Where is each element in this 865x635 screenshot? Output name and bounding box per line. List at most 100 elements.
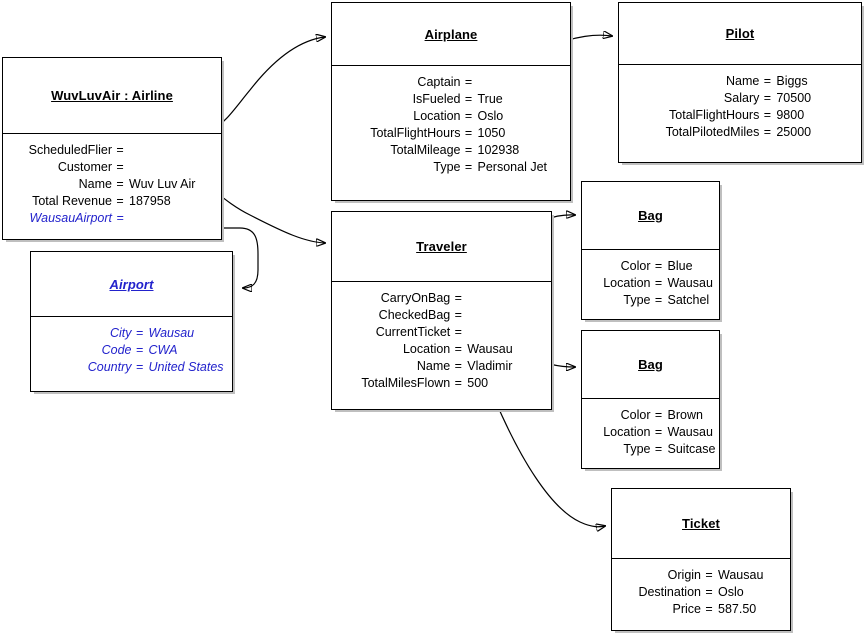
object-node-bag-carryon[interactable]: Bag Color = Blue Location = Wausau Type … — [581, 181, 720, 320]
slot-value: Biggs — [776, 74, 808, 88]
object-node-airport[interactable]: Airport City = Wausau Code = CWA Country… — [30, 251, 233, 392]
object-title-pilot: Pilot — [725, 26, 755, 41]
slot-type: Type = Personal Jet — [332, 160, 570, 175]
object-header-airplane: Airplane — [332, 3, 570, 66]
object-slots-ticket: Origin = Wausau Destination = Oslo Price… — [612, 559, 790, 625]
slot-equals: = — [454, 342, 462, 356]
slot-key: City — [109, 326, 132, 340]
object-node-airline[interactable]: WuvLuvAir : Airline ScheduledFlier = Cus… — [2, 57, 222, 240]
object-slots-airport: City = Wausau Code = CWA Country = Unite… — [31, 317, 232, 383]
slot-color: Color = Brown — [582, 408, 719, 423]
object-slots-airline: ScheduledFlier = Customer = Name = Wuv L… — [3, 134, 221, 234]
slot-equals: = — [654, 442, 663, 456]
slot-totalmilesflown: TotalMilesFlown = 500 — [332, 376, 551, 391]
slot-value: True — [477, 92, 503, 106]
slot-value: 25000 — [776, 125, 812, 139]
slot-key: Salary — [723, 91, 760, 105]
slot-totalpilotedmiles: TotalPilotedMiles = 25000 — [619, 125, 861, 140]
slot-key: TotalPilotedMiles — [665, 125, 760, 139]
slot-value: Personal Jet — [477, 160, 547, 174]
object-node-airplane[interactable]: Airplane Captain = IsFueled = True Locat… — [331, 2, 571, 201]
slot-equals: = — [454, 291, 462, 305]
slot-equals: = — [454, 376, 462, 390]
slot-code: Code = CWA — [31, 343, 232, 358]
object-node-ticket[interactable]: Ticket Origin = Wausau Destination = Osl… — [611, 488, 791, 631]
slot-key: Name — [416, 359, 451, 373]
slot-key: Destination — [638, 585, 701, 599]
slot-currentticket: CurrentTicket = — [332, 325, 551, 340]
slot-key: Location — [413, 109, 461, 123]
slot-equals: = — [116, 211, 124, 225]
slot-location: Location = Wausau — [582, 425, 719, 440]
slot-equals: = — [464, 109, 473, 123]
slot-location: Location = Wausau — [582, 276, 719, 291]
object-header-bag-carryon: Bag — [582, 182, 719, 250]
slot-equals: = — [464, 126, 473, 140]
slot-price: Price = 587.50 — [612, 602, 790, 617]
slot-equals: = — [654, 293, 663, 307]
slot-total-revenue: Total Revenue = 187958 — [3, 194, 221, 209]
slot-salary: Salary = 70500 — [619, 91, 861, 106]
slot-key: Name — [726, 74, 760, 88]
slot-origin: Origin = Wausau — [612, 568, 790, 583]
object-header-airport: Airport — [31, 252, 232, 317]
object-node-bag-checked[interactable]: Bag Color = Brown Location = Wausau Type… — [581, 330, 720, 469]
slot-equals: = — [705, 602, 713, 616]
object-title-ticket: Ticket — [682, 516, 720, 531]
slot-key: Color — [620, 259, 651, 273]
slot-totalmileage: TotalMileage = 102938 — [332, 143, 570, 158]
object-header-bag-checked: Bag — [582, 331, 719, 399]
slot-value: Wausau — [667, 425, 713, 439]
slot-value: CWA — [148, 343, 178, 357]
slot-equals: = — [135, 326, 144, 340]
slot-equals: = — [654, 276, 663, 290]
slot-equals: = — [705, 568, 713, 582]
slot-key: Location — [603, 276, 651, 290]
object-title-traveler: Traveler — [416, 239, 467, 254]
slot-equals: = — [705, 585, 713, 599]
slot-value: 9800 — [776, 108, 805, 122]
slot-value: Suitcase — [667, 442, 716, 456]
slot-destination: Destination = Oslo — [612, 585, 790, 600]
slot-value: Wausau — [467, 342, 513, 356]
slot-key: Code — [101, 343, 132, 357]
slot-value: Wausau — [667, 276, 713, 290]
object-slots-pilot: Name = Biggs Salary = 70500 TotalFlightH… — [619, 65, 861, 148]
slot-key: CarryOnBag — [380, 291, 451, 305]
slot-value: Oslo — [477, 109, 504, 123]
slot-value: Vladimir — [467, 359, 513, 373]
slot-equals: = — [135, 360, 144, 374]
slot-color: Color = Blue — [582, 259, 719, 274]
slot-key: TotalFlightHours — [370, 126, 461, 140]
object-node-traveler[interactable]: Traveler CarryOnBag = CheckedBag = Curre… — [331, 211, 552, 410]
slot-equals: = — [654, 425, 663, 439]
slot-type: Type = Satchel — [582, 293, 719, 308]
slot-equals: = — [464, 92, 473, 106]
object-slots-traveler: CarryOnBag = CheckedBag = CurrentTicket … — [332, 282, 551, 399]
slot-key: Price — [672, 602, 701, 616]
slot-location: Location = Wausau — [332, 342, 551, 357]
slot-value: Wausau — [148, 326, 195, 340]
slot-captain: Captain = — [332, 75, 570, 90]
slot-equals: = — [135, 343, 144, 357]
slot-key: Type — [623, 293, 651, 307]
slot-value: 500 — [467, 376, 489, 390]
slot-equals: = — [116, 177, 124, 191]
slot-location: Location = Oslo — [332, 109, 570, 124]
slot-equals: = — [763, 74, 772, 88]
slot-key: Location — [402, 342, 451, 356]
slot-key: ScheduledFlier — [28, 143, 112, 157]
slot-key: TotalMilesFlown — [361, 376, 451, 390]
slot-value: Blue — [667, 259, 693, 273]
slot-key: CurrentTicket — [375, 325, 451, 339]
slot-value: Satchel — [667, 293, 710, 307]
slot-key: Total Revenue — [32, 194, 112, 208]
object-header-airline: WuvLuvAir : Airline — [3, 58, 221, 134]
object-header-ticket: Ticket — [612, 489, 790, 559]
object-slots-bag-checked: Color = Brown Location = Wausau Type = S… — [582, 399, 719, 465]
object-header-traveler: Traveler — [332, 212, 551, 282]
object-node-pilot[interactable]: Pilot Name = Biggs Salary = 70500 TotalF… — [618, 2, 862, 163]
slot-country: Country = United States — [31, 360, 232, 375]
slot-key: Country — [87, 360, 132, 374]
